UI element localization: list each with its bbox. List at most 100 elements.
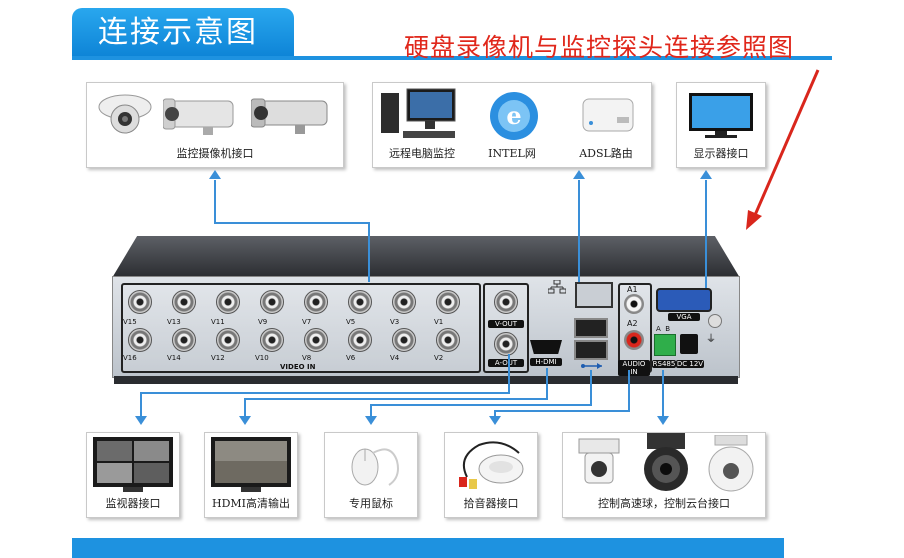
ptz-label: 控制高速球，控制云台接口 <box>598 497 730 510</box>
bnc-port[interactable] <box>348 328 372 352</box>
arrow-up <box>573 170 585 179</box>
port-label: V1 <box>434 318 444 326</box>
internet-explorer-icon: e <box>490 92 538 140</box>
intel-net-label: INTEL网 <box>488 147 536 160</box>
a-out-port[interactable] <box>494 332 518 356</box>
dvr-top-cover <box>112 236 740 278</box>
usb-icon <box>581 363 602 369</box>
vga-port[interactable] <box>656 288 712 312</box>
port-label: V3 <box>390 318 400 326</box>
mouse-icon <box>351 448 399 486</box>
wire <box>508 354 510 392</box>
router-icon <box>582 98 634 132</box>
page-title: 连接示意图 <box>72 8 294 58</box>
wire <box>244 398 548 400</box>
title-underline <box>72 56 832 60</box>
bnc-port[interactable] <box>260 290 284 314</box>
bnc-port[interactable] <box>304 290 328 314</box>
dc-power-port[interactable] <box>680 334 698 354</box>
dc-label: DC 12V <box>676 360 704 368</box>
arrow-down <box>239 416 251 425</box>
ground-screw <box>708 314 722 328</box>
audio-in-a2-port[interactable] <box>624 330 644 350</box>
a-out-label: A-OUT <box>488 359 524 367</box>
wire <box>140 392 142 418</box>
wire <box>140 392 510 394</box>
bnc-port[interactable] <box>436 328 460 352</box>
computer-icon <box>381 88 456 138</box>
port-label: V7 <box>302 318 312 326</box>
display-monitor-icon <box>689 93 753 138</box>
white-dome-icon <box>708 435 754 492</box>
ptz-camera-icon <box>578 438 620 484</box>
bnc-port[interactable] <box>304 328 328 352</box>
mouse-label: 专用鼠标 <box>349 497 393 510</box>
bnc-port[interactable] <box>172 290 196 314</box>
camera-input-label: 监控摄像机接口 <box>176 147 254 160</box>
wire <box>590 370 592 406</box>
bullet-camera-icon <box>163 98 234 135</box>
wire <box>494 410 496 418</box>
port-label: V4 <box>390 354 400 362</box>
ground-symbol: ⏚ <box>706 334 716 345</box>
port-label: V9 <box>258 318 268 326</box>
speed-dome-icon <box>644 433 688 491</box>
mouse-box: 专用鼠标 <box>324 432 418 518</box>
v-out-label: V-OUT <box>488 320 524 328</box>
wire <box>370 404 372 418</box>
a2-label: A2 <box>627 319 638 328</box>
vga-label: VGA <box>668 313 700 321</box>
bnc-port[interactable] <box>348 290 372 314</box>
hdmi-port[interactable] <box>530 340 562 354</box>
dome-camera-icon <box>98 94 152 134</box>
hdmi-label: H-DMI <box>530 358 562 366</box>
wire <box>662 370 664 418</box>
rs485-ab-label: A B <box>656 325 671 333</box>
wire <box>370 404 592 406</box>
wire <box>368 222 370 282</box>
bnc-port[interactable] <box>392 328 416 352</box>
remote-pc-label: 远程电脑监控 <box>389 147 455 160</box>
wire <box>578 180 580 282</box>
usb-port[interactable] <box>574 340 608 360</box>
rs485-terminal[interactable] <box>654 334 676 356</box>
network-box: e 远程电脑监控 INTEL网 ADSL路由 <box>372 82 652 168</box>
audio-in-a1-port[interactable] <box>624 294 644 314</box>
port-label: V15 <box>123 318 137 326</box>
arrow-down <box>657 416 669 425</box>
v-out-port[interactable] <box>494 290 518 314</box>
hdmi-output-label: HDMI高清输出 <box>211 497 291 510</box>
rj45-port[interactable] <box>575 282 613 308</box>
adsl-router-label: ADSL路由 <box>579 147 633 160</box>
bnc-port[interactable] <box>216 290 240 314</box>
video-in-ports: V15 V13 V11 V9 V7 V5 V3 V1 V16 V14 V12 V… <box>112 276 492 378</box>
bnc-port[interactable] <box>128 328 152 352</box>
monitor-icon <box>93 437 173 492</box>
diagram-subtitle: 硬盘录像机与监控探头连接参照图 <box>404 33 795 62</box>
arrow-down <box>135 416 147 425</box>
bnc-port[interactable] <box>128 290 152 314</box>
bnc-port[interactable] <box>216 328 240 352</box>
monitor-box: 监视器接口 <box>86 432 180 518</box>
port-label: V14 <box>167 354 181 362</box>
bnc-port[interactable] <box>436 290 460 314</box>
dvr-base <box>114 376 738 384</box>
port-label: V10 <box>255 354 269 362</box>
usb-port[interactable] <box>574 318 608 338</box>
hdmi-screen-icon <box>211 437 291 492</box>
audio-in-label: AUDIO IN <box>618 360 650 376</box>
rs485-label: RS485 <box>652 360 676 368</box>
bnc-port[interactable] <box>260 328 284 352</box>
wire <box>546 368 548 400</box>
port-label: V5 <box>346 318 356 326</box>
port-label: V2 <box>434 354 444 362</box>
camera-input-box: 监控摄像机接口 <box>86 82 344 168</box>
microphone-pickup-icon <box>459 441 524 489</box>
port-label: V6 <box>346 354 356 362</box>
wire <box>705 180 707 288</box>
a1-label: A1 <box>627 285 638 294</box>
wire <box>494 410 630 412</box>
wire <box>214 222 370 224</box>
bnc-port[interactable] <box>392 290 416 314</box>
bnc-port[interactable] <box>172 328 196 352</box>
